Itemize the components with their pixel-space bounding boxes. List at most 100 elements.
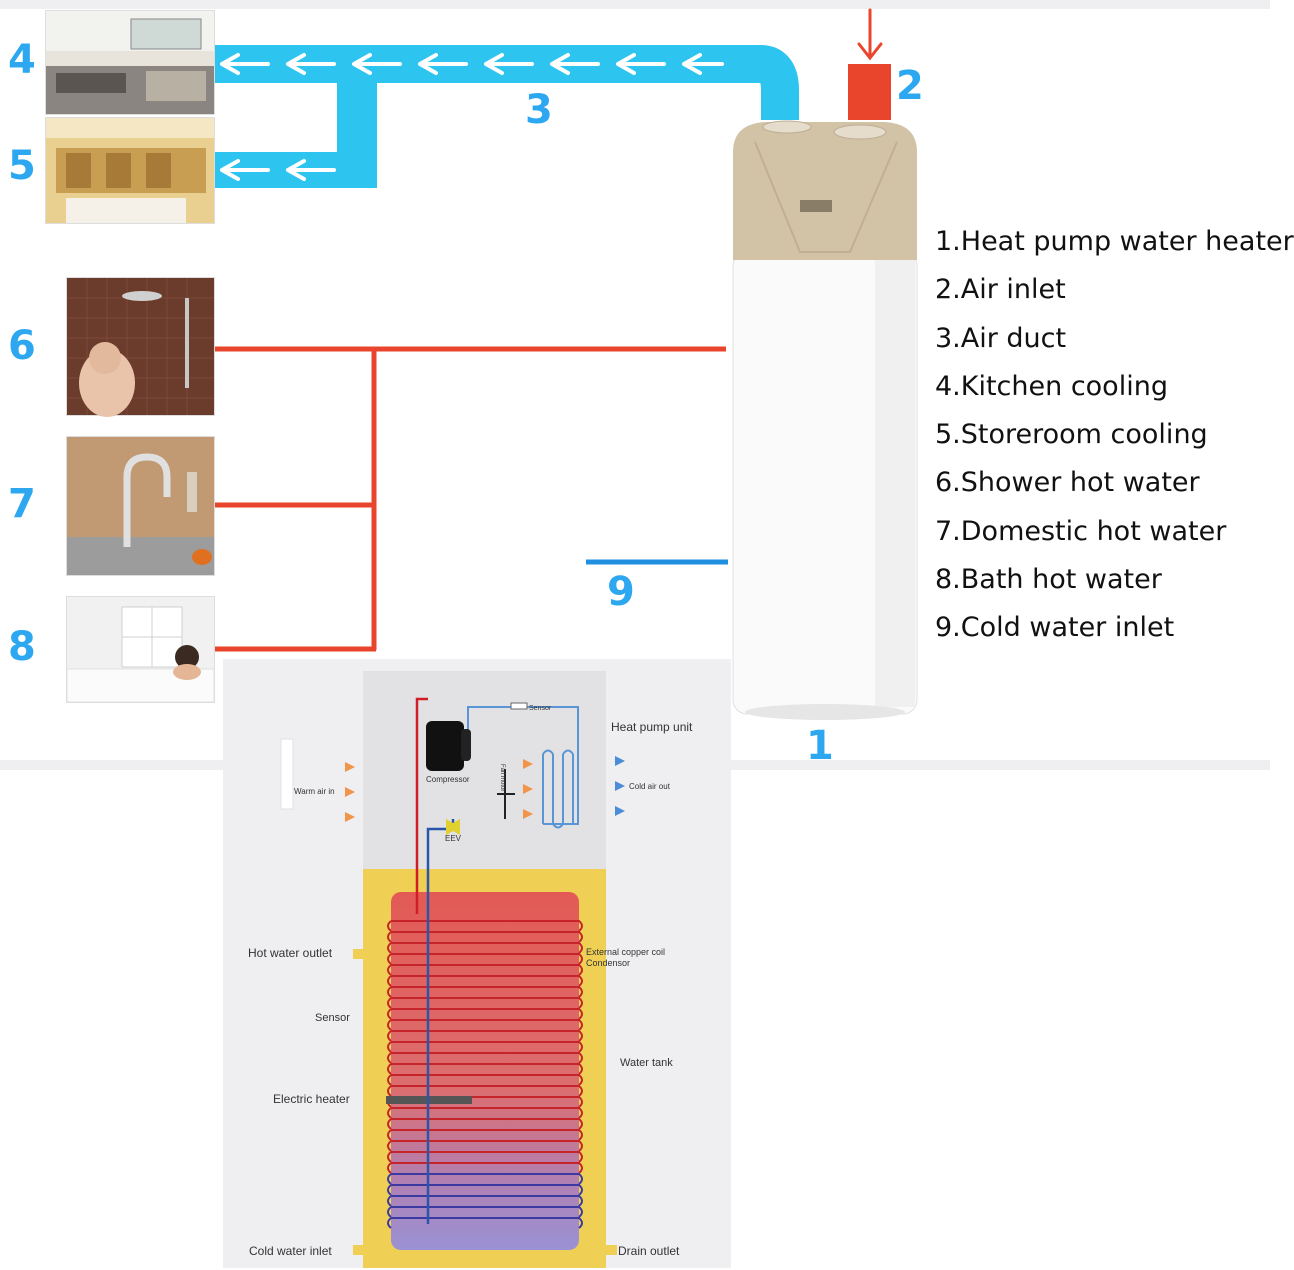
- eev-valve-icon: [446, 819, 460, 835]
- fan-icon: [497, 769, 515, 819]
- hot-outlet-stub: [353, 949, 365, 959]
- compressor-icon: [426, 721, 471, 771]
- label-eev: EEV: [445, 834, 462, 843]
- coil-loop: [387, 1184, 583, 1196]
- kitchen-photo: [45, 10, 215, 115]
- drain-stub: [605, 1245, 617, 1255]
- coil-loop: [387, 975, 583, 987]
- coil-loop: [387, 1118, 583, 1130]
- number-2: 2: [896, 63, 924, 109]
- number-9: 9: [607, 569, 635, 615]
- internal-diagram: Heat pump unit Compressor Sensor Warm ai…: [223, 659, 731, 1268]
- legend-item: 2.Air inlet: [935, 274, 1066, 306]
- label-fan-motor: Fan motor: [499, 764, 505, 791]
- coil-loop: [387, 1107, 583, 1119]
- coil-loop: [387, 1030, 583, 1042]
- bath-photo: [66, 596, 215, 703]
- down-arrow-icon: [857, 8, 883, 61]
- heat-pump-water-heater: [732, 120, 918, 720]
- hot-water-pipes: [215, 346, 726, 652]
- shower-photo: [66, 277, 215, 417]
- coil-loop: [387, 1074, 583, 1086]
- warm-air-arrows: [345, 759, 533, 822]
- air-arrows: [220, 53, 724, 181]
- cold-inlet-stub: [353, 1245, 365, 1255]
- label-heat-pump-unit: Heat pump unit: [611, 720, 693, 734]
- label-sensor-top: Sensor: [529, 705, 552, 712]
- number-5: 5: [8, 143, 36, 189]
- number-6: 6: [8, 323, 36, 369]
- heater-body-shade: [875, 257, 915, 707]
- faucet-photo: [66, 436, 215, 576]
- legend-item: 3.Air duct: [935, 322, 1067, 354]
- window-icon: [280, 738, 294, 810]
- left-arrow-icon: [220, 159, 270, 181]
- label-external-coil: External copper coil: [586, 947, 665, 957]
- cold-air-arrows: [615, 756, 625, 816]
- coil-loop: [387, 1140, 583, 1152]
- number-8: 8: [8, 624, 36, 670]
- label-hot-water-outlet: Hot water outlet: [248, 946, 333, 960]
- coil-loop: [387, 920, 583, 932]
- evaporator-coil: [542, 749, 574, 829]
- coil-loop: [387, 1008, 583, 1020]
- air-duct: [215, 8, 891, 652]
- left-arrow-icon: [352, 53, 402, 75]
- left-arrow-icon: [286, 159, 336, 181]
- legend-item: 6.Shower hot water: [935, 467, 1200, 499]
- air-duct-main: [215, 45, 799, 120]
- number-7: 7: [8, 481, 36, 527]
- number-1: 1: [806, 723, 834, 769]
- coil-loop: [387, 1151, 583, 1163]
- heater-cap: [733, 122, 917, 260]
- heat-pump-unit-box: [363, 671, 606, 869]
- legend-item: 7.Domestic hot water: [935, 515, 1227, 547]
- label-sensor: Sensor: [315, 1012, 350, 1024]
- coil-loop: [387, 1206, 583, 1218]
- left-arrow-icon: [616, 53, 666, 75]
- coil-loop: [387, 1052, 583, 1064]
- water-tank: [391, 892, 579, 1250]
- coil-loop: [387, 986, 583, 998]
- coil-loop: [387, 1019, 583, 1031]
- heater-top-port-left: [762, 120, 812, 134]
- label-compressor: Compressor: [426, 775, 470, 784]
- coil-loop: [387, 1162, 583, 1174]
- air-inlet-duct: [848, 64, 891, 120]
- coil-loop: [387, 1195, 583, 1207]
- condensor-coils: [387, 920, 583, 1229]
- legend-item: 1.Heat pump water heater: [935, 226, 1294, 257]
- label-drain-outlet: Drain outlet: [618, 1244, 680, 1258]
- label-electric-heater: Electric heater: [273, 1092, 350, 1106]
- coil-loop: [387, 1129, 583, 1141]
- coil-loop: [387, 1085, 583, 1097]
- label-cold-water-inlet: Cold water inlet: [249, 1244, 332, 1258]
- sensor-top-icon: [510, 702, 528, 710]
- coil-loop: [387, 931, 583, 943]
- number-3: 3: [525, 87, 553, 133]
- label-warm-air-in: Warm air in: [294, 787, 335, 796]
- coil-loop: [387, 1063, 583, 1075]
- coil-loop: [387, 1217, 583, 1229]
- number-4: 4: [8, 37, 36, 83]
- coil-loop: [387, 964, 583, 976]
- coil-loop: [387, 953, 583, 965]
- legend-item: 5.Storeroom cooling: [935, 419, 1208, 451]
- coil-loop: [387, 997, 583, 1009]
- left-arrow-icon: [286, 53, 336, 75]
- storeroom-photo: [45, 117, 215, 224]
- left-arrow-icon: [220, 53, 270, 75]
- label-water-tank: Water tank: [620, 1057, 673, 1069]
- legend-item: 4.Kitchen cooling: [935, 370, 1168, 402]
- label-condensor: Condensor: [586, 958, 630, 968]
- legend-item: 8.Bath hot water: [935, 564, 1162, 596]
- left-arrow-icon: [418, 53, 468, 75]
- legend-item: 9.Cold water inlet: [935, 612, 1175, 644]
- legend: 1.Heat pump water heater 2.Air inlet 3.A…: [935, 218, 1294, 653]
- left-arrow-icon: [550, 53, 600, 75]
- left-arrow-icon: [682, 53, 724, 75]
- coil-loop: [387, 942, 583, 954]
- label-cold-air-out: Cold air out: [629, 782, 671, 791]
- top-band: [0, 0, 1270, 9]
- heater-cap-facet: [754, 141, 898, 253]
